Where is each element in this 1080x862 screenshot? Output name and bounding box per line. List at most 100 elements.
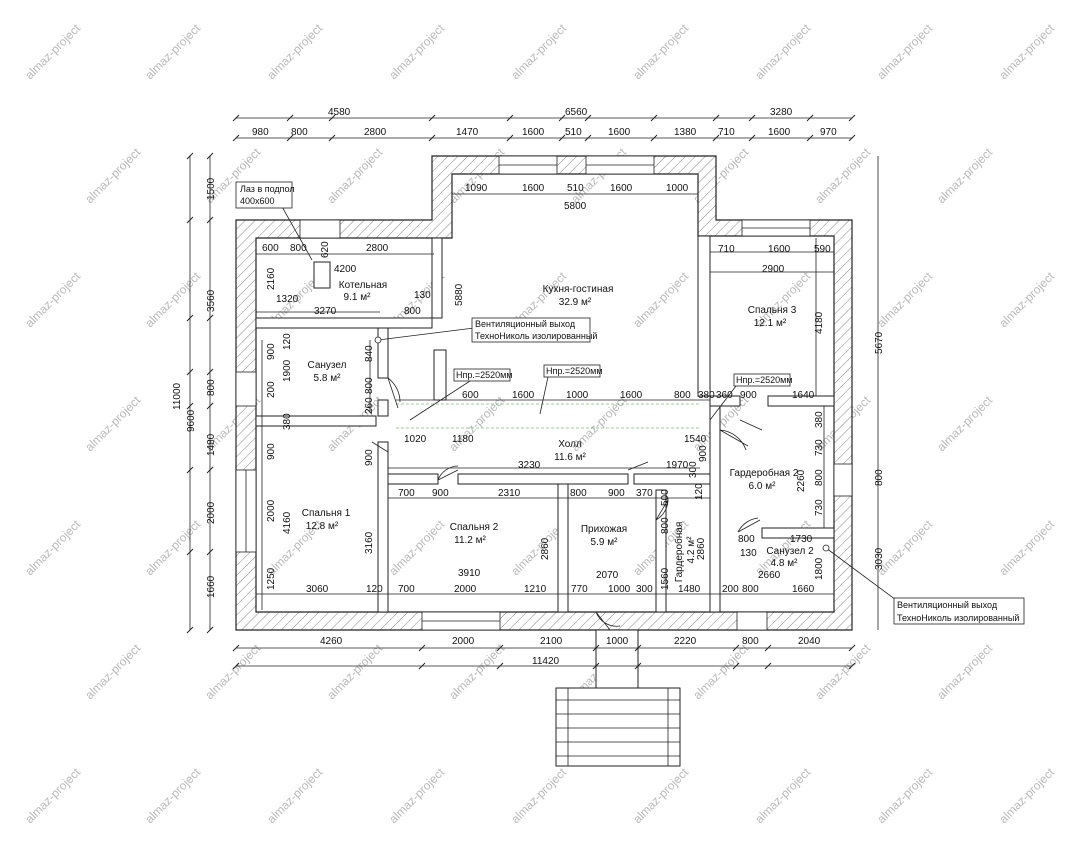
doors (371, 377, 763, 631)
dim-bed2: 2860 (540, 537, 551, 560)
windows (235, 155, 853, 631)
dim-left: 2000 (206, 501, 217, 524)
watermark-text: almaz-project (934, 641, 995, 702)
vent-2-icon (822, 544, 830, 552)
watermark-text: almaz-project (690, 641, 751, 702)
window-bath2 (736, 611, 768, 631)
dimension-tick (848, 662, 856, 670)
dim-bottom: 2000 (452, 636, 475, 647)
dim-left: 9600 (186, 409, 197, 432)
porch-steps (555, 629, 681, 767)
dim-closet2: 1660 (792, 584, 815, 595)
dim-closet2: 200 (722, 584, 739, 595)
watermark-text: almaz-project (386, 765, 447, 826)
height-note-3-text: Нпр.=2520мм (736, 375, 793, 385)
watermark-text: almaz-project (386, 517, 447, 578)
dim-hall: 3230 (518, 460, 541, 471)
dimension-tick (634, 644, 642, 652)
dimension-tick (584, 114, 592, 122)
dimension-tick (286, 134, 294, 142)
dim-bed3: 2900 (762, 264, 785, 275)
dimension-tick (634, 662, 642, 670)
height-note-1-text: Нпр.=2520мм (456, 370, 513, 380)
dim-bottom: 2220 (674, 636, 697, 647)
watermark-text: almaz-project (568, 145, 629, 206)
dimension-tick (592, 644, 600, 652)
dimension-tick (806, 134, 814, 142)
hatch-note-line2: 400х600 (240, 196, 275, 206)
height-note-2 (543, 364, 601, 378)
dimension-tick (232, 662, 240, 670)
room-hall-area: 11.6 м² (554, 452, 586, 463)
vent-1-icon (374, 336, 382, 344)
dim-hall: 360 (716, 390, 733, 401)
vent-note-1-line2: ТехноНиколь изолированный (475, 331, 597, 341)
watermark-text: almaz-project (630, 269, 691, 330)
dim-boiler: 130 (414, 290, 431, 301)
dim-entry: 1000 (608, 584, 631, 595)
dim-bed1: 3060 (306, 584, 329, 595)
room-bed3-name: Спальня 3 (748, 305, 797, 316)
dim-entry: 2070 (596, 570, 619, 581)
dim-bath1: 840 (364, 345, 375, 362)
dimension-tick (232, 134, 240, 142)
watermark-text: almaz-project (324, 145, 385, 206)
dim-bath1: 900 (266, 343, 277, 360)
dimension-tick (506, 134, 514, 142)
dim-chain: 980 (252, 127, 269, 138)
dim-bed1: 3160 (364, 531, 375, 554)
dim-closet2: 2660 (758, 570, 781, 581)
dimension-tick (496, 662, 504, 670)
dim-bed1: 1250 (266, 567, 277, 590)
room-bath2-area: 4.8 м² (771, 558, 799, 569)
dim-bath1: 1900 (282, 359, 293, 382)
hatch-note (235, 181, 293, 209)
dim-chain: 800 (291, 127, 308, 138)
dim-chain: 1380 (674, 127, 697, 138)
dim-chain: 1600 (522, 127, 545, 138)
room-bed3-area: 12.1 м² (754, 318, 787, 329)
room-boiler-area: 9.1 м² (344, 292, 372, 303)
dim-hall: 1020 (404, 434, 427, 445)
dimension-tick (186, 466, 194, 474)
room-boiler-name: Котельная (339, 280, 387, 291)
watermark-text: almaz-project (82, 145, 143, 206)
dim-top-3: 3280 (770, 107, 793, 118)
dimension-tick (418, 644, 426, 652)
dim-closet2: 800 (738, 534, 755, 545)
dim-hall: 1000 (566, 390, 589, 401)
dim-entry: 1480 (678, 584, 701, 595)
dimension-tick (328, 114, 336, 122)
dim-boiler: 600 (262, 243, 279, 254)
dim-hall: 380 (698, 390, 715, 401)
dim-chain: 1470 (456, 127, 479, 138)
dimension-tick (712, 114, 720, 122)
watermark-text: almaz-project (142, 21, 203, 82)
watermark-text: almaz-project (142, 517, 203, 578)
watermark-text: almaz-project (386, 21, 447, 82)
dim-entry: 2860 (696, 537, 707, 560)
dimension-tick (186, 314, 194, 322)
height-note-3 (733, 373, 791, 387)
dim-bath1: 260 (364, 397, 375, 414)
dimension-tick (186, 402, 194, 410)
dim-kitchen: 1000 (666, 183, 689, 194)
window-closet2 (833, 463, 853, 497)
dimension-tick (286, 114, 294, 122)
dim-bed2: 3910 (458, 568, 481, 579)
dimension-lines (186, 114, 879, 670)
watermark-text: almaz-project (874, 269, 935, 330)
dim-bed1: 900 (364, 449, 375, 466)
dimension-tick (764, 662, 772, 670)
window-bath1 (235, 371, 257, 407)
dim-bed1: 4160 (282, 511, 293, 534)
dim-beds: 2310 (498, 488, 521, 499)
dim-right: 800 (874, 469, 885, 486)
dimension-tick (764, 644, 772, 652)
dimension-tick (848, 134, 856, 142)
dimension-tick (592, 662, 600, 670)
dim-beds: 370 (636, 488, 653, 499)
dim-top-2: 6560 (565, 107, 588, 118)
dim-hall: 1600 (512, 390, 535, 401)
dim-bottom: 2040 (798, 636, 821, 647)
